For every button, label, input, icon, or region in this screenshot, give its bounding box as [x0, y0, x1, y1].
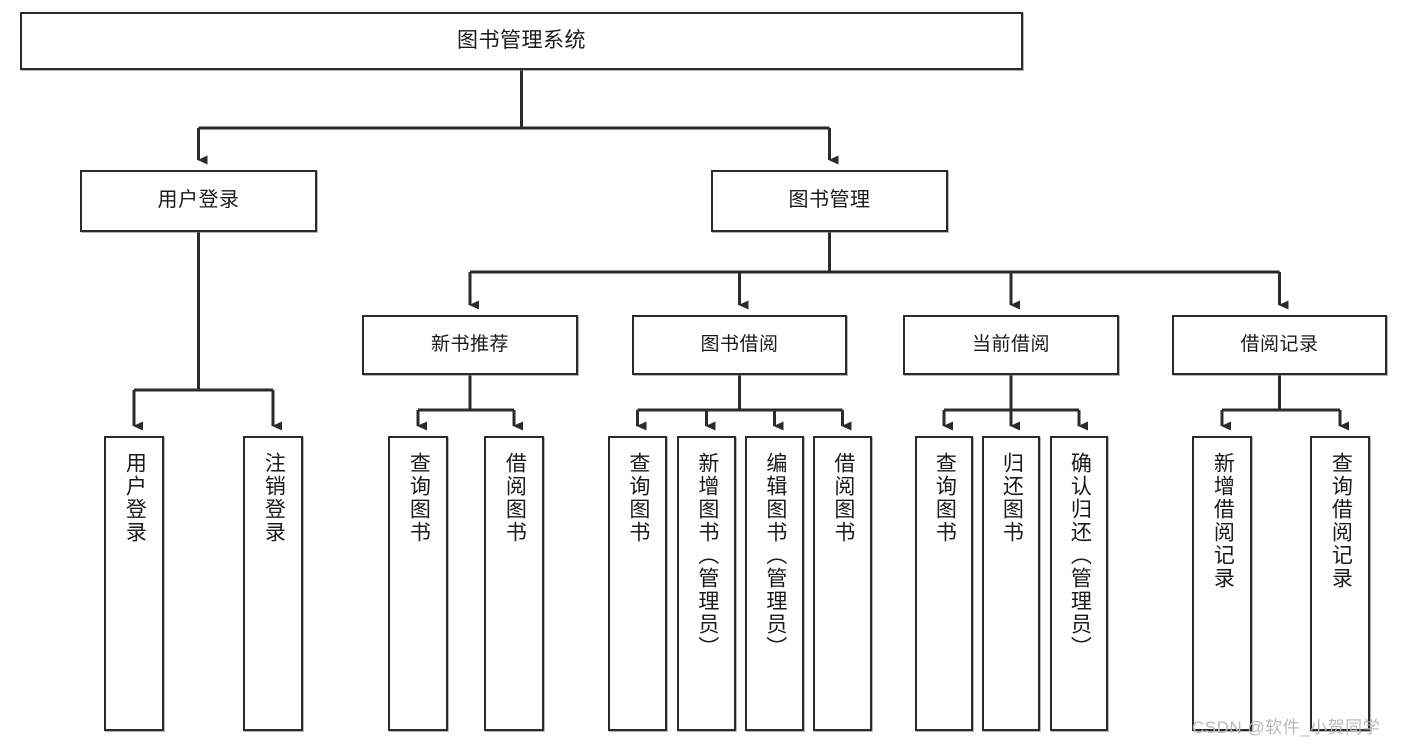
node-leaf-query-book-2[interactable]: 查询图书 — [608, 436, 667, 731]
node-root[interactable]: 图书管理系统 — [20, 12, 1023, 70]
node-leaf-query-book-1[interactable]: 查询图书 — [388, 436, 448, 731]
node-current-borrow[interactable]: 当前借阅 — [903, 315, 1119, 375]
node-book-management[interactable]: 图书管理 — [711, 170, 948, 232]
node-leaf-add-record[interactable]: 新增借阅记录 — [1192, 436, 1252, 731]
node-label-leaf-return-book: 归还图书 — [1000, 452, 1024, 544]
node-label-leaf-query-book-3: 查询图书 — [933, 452, 957, 544]
node-leaf-borrow-book-2[interactable]: 借阅图书 — [813, 436, 872, 731]
node-label-leaf-add-book: 新增图书（管理员） — [695, 452, 719, 659]
node-label-new-book-recommend: 新书推荐 — [430, 333, 509, 355]
node-book-borrow[interactable]: 图书借阅 — [632, 315, 847, 375]
node-label-user-login: 用户登录 — [157, 189, 240, 212]
watermark-label: CSDN @软件_小贺同学 — [1192, 718, 1381, 737]
node-new-book-recommend[interactable]: 新书推荐 — [362, 315, 578, 375]
node-leaf-confirm-return[interactable]: 确认归还（管理员） — [1050, 436, 1108, 731]
node-leaf-edit-book[interactable]: 编辑图书（管理员） — [745, 436, 804, 731]
node-label-leaf-borrow-book-2: 借阅图书 — [831, 452, 855, 544]
node-label-leaf-user-login: 用户登录 — [123, 452, 147, 544]
node-label-leaf-query-record: 查询借阅记录 — [1329, 452, 1353, 590]
node-label-leaf-confirm-return: 确认归还（管理员） — [1068, 452, 1092, 659]
node-leaf-borrow-book-1[interactable]: 借阅图书 — [484, 436, 544, 731]
node-leaf-add-book[interactable]: 新增图书（管理员） — [677, 436, 736, 731]
node-label-book-borrow: 图书借阅 — [700, 333, 779, 355]
node-user-login[interactable]: 用户登录 — [80, 170, 317, 232]
node-borrow-record[interactable]: 借阅记录 — [1172, 315, 1387, 375]
node-leaf-query-record[interactable]: 查询借阅记录 — [1310, 436, 1370, 731]
node-label-leaf-add-record: 新增借阅记录 — [1211, 452, 1235, 590]
node-label-borrow-record: 借阅记录 — [1240, 333, 1319, 355]
node-label-book-management: 图书管理 — [788, 189, 871, 212]
node-label-leaf-borrow-book-1: 借阅图书 — [503, 452, 527, 544]
node-label-leaf-query-book-1: 查询图书 — [407, 452, 431, 544]
node-leaf-user-login[interactable]: 用户登录 — [104, 436, 164, 731]
node-label-leaf-edit-book: 编辑图书（管理员） — [763, 452, 787, 659]
node-label-root: 图书管理系统 — [457, 28, 586, 52]
node-leaf-user-logout[interactable]: 注销登录 — [243, 436, 303, 731]
node-leaf-query-book-3[interactable]: 查询图书 — [915, 436, 973, 731]
node-label-current-borrow: 当前借阅 — [971, 333, 1050, 355]
node-label-leaf-user-logout: 注销登录 — [262, 452, 286, 544]
node-leaf-return-book[interactable]: 归还图书 — [982, 436, 1040, 731]
node-label-leaf-query-book-2: 查询图书 — [626, 452, 650, 544]
